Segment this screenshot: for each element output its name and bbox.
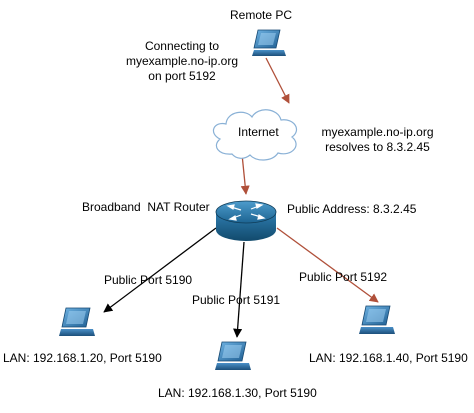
- edge-internet-to-router: [240, 153, 250, 195]
- edge-label-left: Public Port 5190: [104, 273, 193, 287]
- remote-pc-label: Remote PC: [230, 8, 293, 22]
- edge-label-middle: Public Port 5191: [192, 293, 281, 307]
- pc-left-label: LAN: 192.168.1.20, Port 5190: [3, 351, 162, 365]
- computer-icon: [59, 307, 95, 336]
- edge-router-to-pc-middle: [233, 241, 245, 338]
- router-icon: [215, 200, 277, 241]
- computer-icon: [252, 29, 286, 56]
- connecting-annotation: Connecting to myexample.no-ip.org on por…: [101, 39, 263, 84]
- edge-label-right: Public Port 5192: [299, 270, 388, 284]
- public-address-label: Public Address: 8.3.2.45: [287, 202, 417, 216]
- connecting-line-2: myexample.no-ip.org: [125, 54, 239, 68]
- edge-router-to-pc-right: [276, 227, 379, 303]
- connecting-line-1: Connecting to: [144, 39, 220, 53]
- computer-icon: [215, 341, 251, 370]
- resolves-line-1: myexample.no-ip.org: [321, 125, 434, 139]
- pc-right-label: LAN: 192.168.1.40, Port 5190: [309, 351, 468, 365]
- internet-label: Internet: [238, 125, 279, 139]
- computer-icon: [359, 305, 395, 334]
- pc-middle-label: LAN: 192.168.1.30, Port 5190: [158, 386, 317, 400]
- connecting-line-3: on port 5192: [148, 69, 216, 83]
- cloud-icon: [212, 109, 297, 161]
- router-label: Broadband NAT Router: [82, 200, 210, 214]
- edge-remote-to-internet: [265, 57, 290, 104]
- resolves-line-2: resolves to 8.3.2.45: [325, 140, 430, 154]
- dns-annotation: myexample.no-ip.org resolves to 8.3.2.45: [310, 125, 445, 155]
- edge-router-to-pc-left: [103, 227, 217, 313]
